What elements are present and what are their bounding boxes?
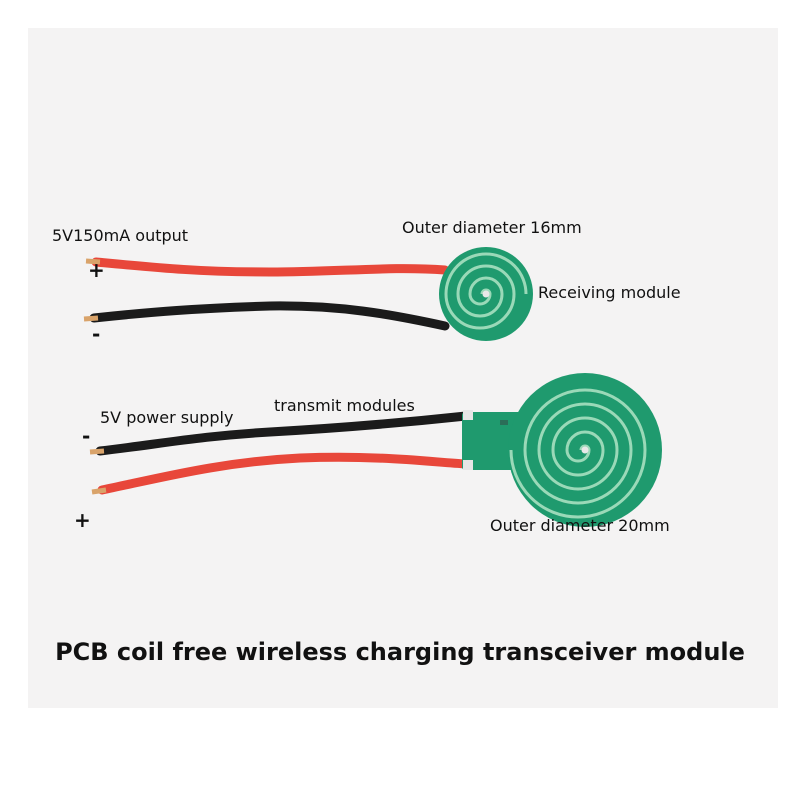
transmitter-red-wire [97,452,471,495]
caption-title: PCB coil free wireless charging transcei… [55,638,745,666]
receiver-black-wire [89,301,450,331]
transmitter-black-wire [95,411,471,456]
receiver-plus-sign: + [88,258,105,282]
receiver-red-wire [91,257,450,277]
transmitter-module-label: transmit modules [274,396,415,415]
receiver-module-label: Receiving module [538,283,681,302]
transmitter-black-wire-tip [89,448,105,455]
transmitter-diameter-label: Outer diameter 20mm [490,516,670,535]
transmitter-plus-sign: + [74,508,91,532]
receiver-red-wire-tip [85,258,101,265]
receiver-black-wire-tip [83,315,99,322]
receiver-coil [439,247,533,341]
transmitter-minus-sign: - [82,424,91,448]
receiver-wires [83,257,450,331]
receiver-minus-sign: - [92,322,101,346]
receiver-output-label: 5V150mA output [52,226,189,245]
photo-backdrop [28,28,778,708]
transmitter-coil [508,373,662,527]
receiver-diameter-label: Outer diameter 16mm [402,218,582,237]
transmitter-supply-label: 5V power supply [100,408,234,427]
transmitter-red-wire-tip [91,487,107,495]
transmitter-wires [89,411,471,495]
